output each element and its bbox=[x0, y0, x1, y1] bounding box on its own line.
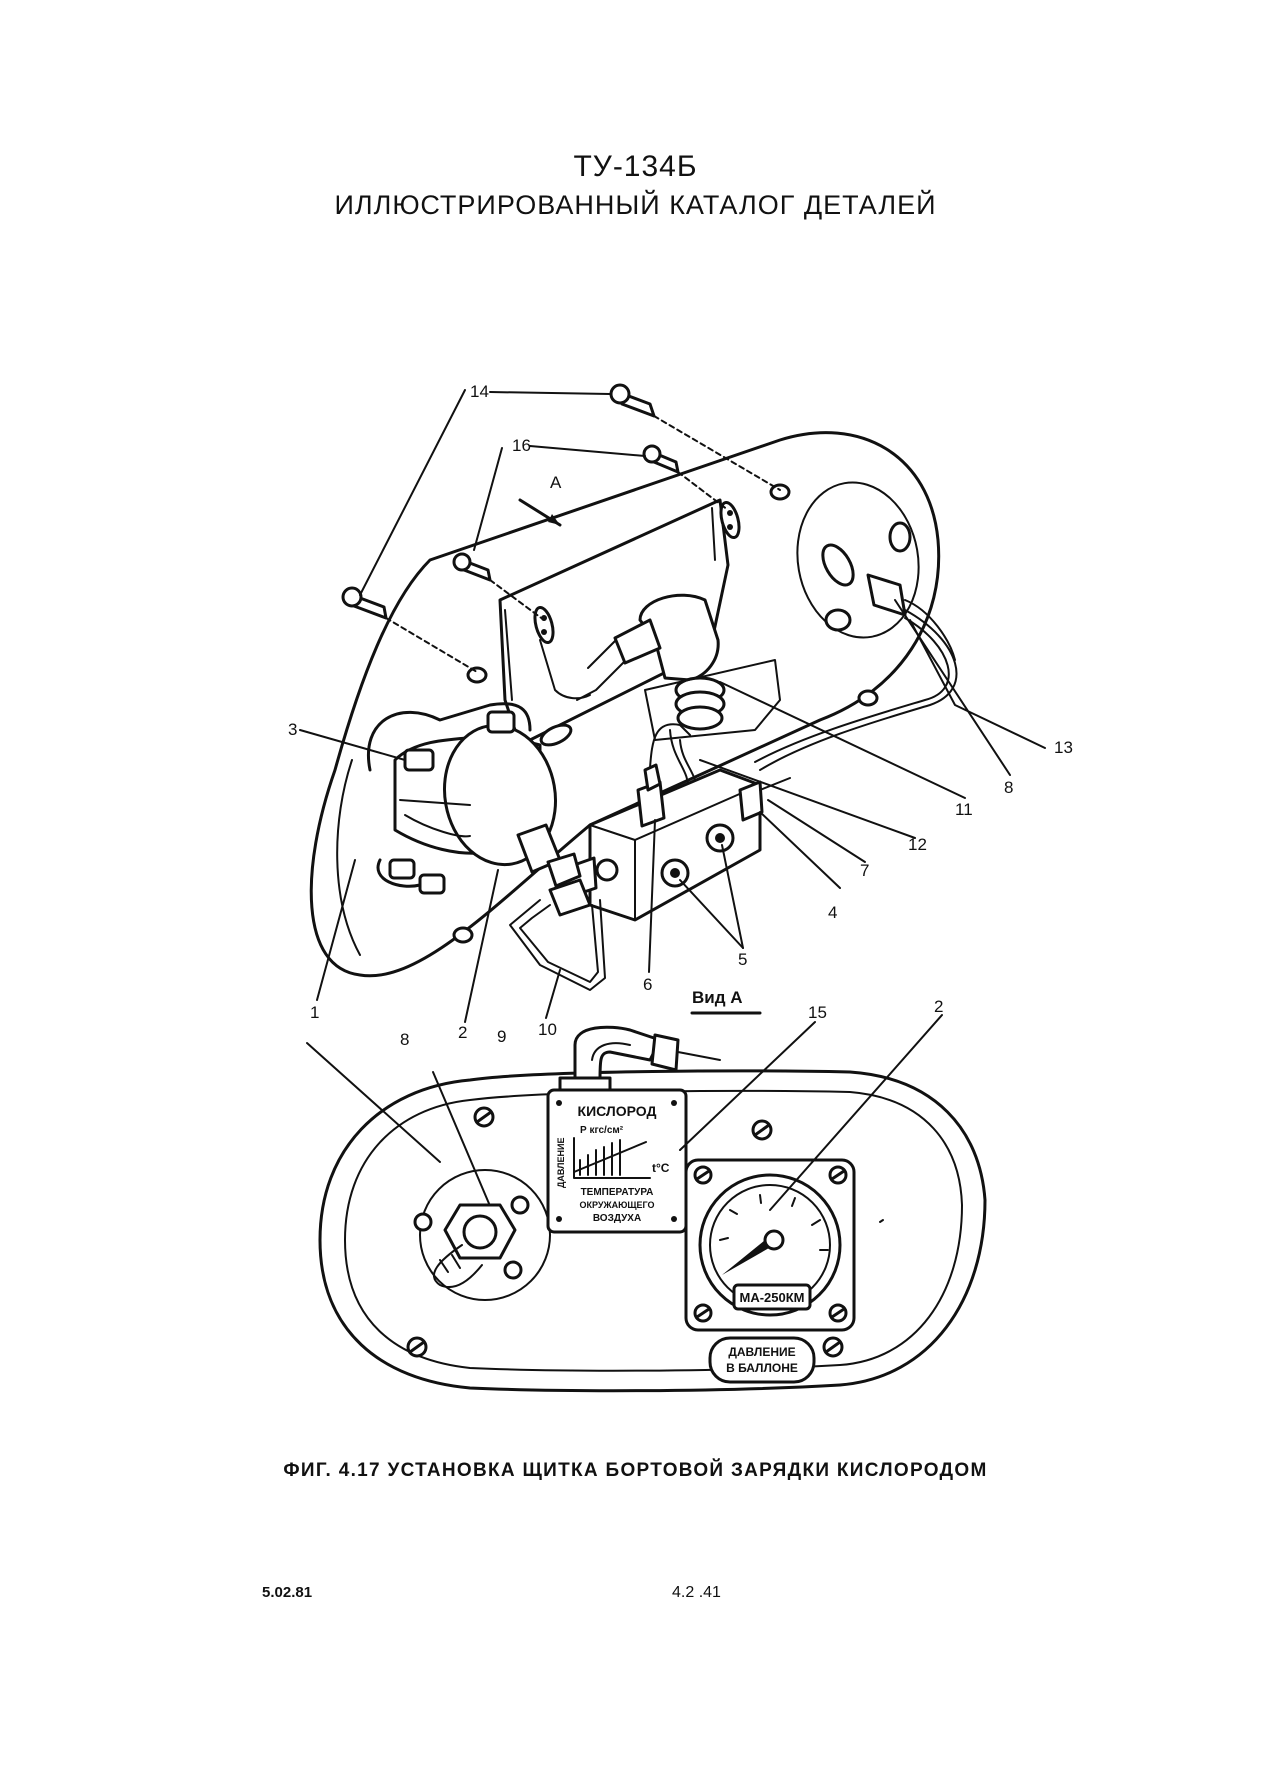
callout-5: 5 bbox=[738, 950, 747, 969]
page-date: 5.02.81 bbox=[262, 1584, 313, 1601]
plate-y-axis: ДАВЛЕНИЕ bbox=[556, 1138, 566, 1188]
angle-fitting bbox=[576, 593, 781, 741]
gauge-caption-plate: ДАВЛЕНИЕ В БАЛЛОНЕ bbox=[708, 1336, 816, 1384]
panel-assembly: А bbox=[309, 383, 958, 991]
callout-15: 15 bbox=[808, 1003, 827, 1022]
callout-11: 11 bbox=[955, 800, 973, 819]
callout-1: 1 bbox=[310, 1003, 319, 1022]
callout-numbers: 14 16 3 13 8 11 12 7 4 5 6 10 2 1 8 9 15… bbox=[288, 382, 1073, 1049]
callout-3: 3 bbox=[288, 720, 297, 739]
callout-13: 13 bbox=[1054, 738, 1073, 757]
callout-10: 10 bbox=[538, 1020, 557, 1039]
leader-lines bbox=[299, 389, 1046, 1221]
gauge-type-label: МА-250КМ bbox=[740, 1290, 805, 1305]
plate-x-unit: t°C bbox=[652, 1161, 670, 1175]
plate-x-caption-3: ВОЗДУХА bbox=[593, 1213, 641, 1224]
callout-8: 8 bbox=[1004, 778, 1013, 797]
callout-6: 6 bbox=[643, 975, 652, 994]
callout-2-view-a: 2 bbox=[934, 997, 943, 1016]
plate-x-caption-1: ТЕМПЕРАТУРА bbox=[581, 1187, 654, 1198]
callout-8-view-a: 8 bbox=[400, 1030, 409, 1049]
callout-7: 7 bbox=[860, 861, 869, 880]
page-number: 4.2 .41 bbox=[672, 1584, 721, 1601]
callout-4: 4 bbox=[828, 903, 837, 922]
figure-caption: ФИГ. 4.17 УСТАНОВКА ЩИТКА БОРТОВОЙ ЗАРЯД… bbox=[283, 1460, 988, 1481]
gauge-caption-2: В БАЛЛОНЕ bbox=[726, 1361, 798, 1375]
panel-plate bbox=[309, 431, 941, 978]
tube-10 bbox=[509, 899, 606, 991]
tube-13 bbox=[759, 609, 958, 771]
callout-12: 12 bbox=[908, 835, 927, 854]
info-plate: КИСЛОРОД ДАВЛЕНИЕ Р кгс/см² t°C ТЕМПЕРАТ… bbox=[546, 1088, 688, 1234]
callout-9: 9 bbox=[497, 1027, 506, 1046]
callout-14: 14 bbox=[470, 382, 489, 401]
plate-y-unit: Р кгс/см² bbox=[580, 1125, 624, 1136]
view-a-arrow-label: А bbox=[550, 473, 562, 492]
callout-2: 2 bbox=[458, 1023, 467, 1042]
plate-title: КИСЛОРОД bbox=[578, 1103, 657, 1119]
pressure-gauge bbox=[367, 702, 582, 895]
view-a-panel: Вид А bbox=[318, 988, 987, 1393]
charging-port bbox=[413, 1169, 551, 1301]
screws bbox=[341, 383, 781, 673]
plate-x-caption-2: ОКРУЖАЮЩЕГО bbox=[579, 1200, 654, 1210]
panel-screws bbox=[406, 1106, 844, 1358]
view-a-label: Вид А bbox=[692, 988, 743, 1007]
gauge-front: МА-250КМ bbox=[684, 1158, 856, 1332]
gauge-caption-1: ДАВЛЕНИЕ bbox=[728, 1345, 795, 1359]
callout-16: 16 bbox=[512, 436, 531, 455]
aircraft-model: ТУ-134Б bbox=[573, 150, 698, 183]
catalog-title: ИЛЛЮСТРИРОВАННЫЙ КАТАЛОГ ДЕТАЛЕЙ bbox=[334, 190, 937, 220]
